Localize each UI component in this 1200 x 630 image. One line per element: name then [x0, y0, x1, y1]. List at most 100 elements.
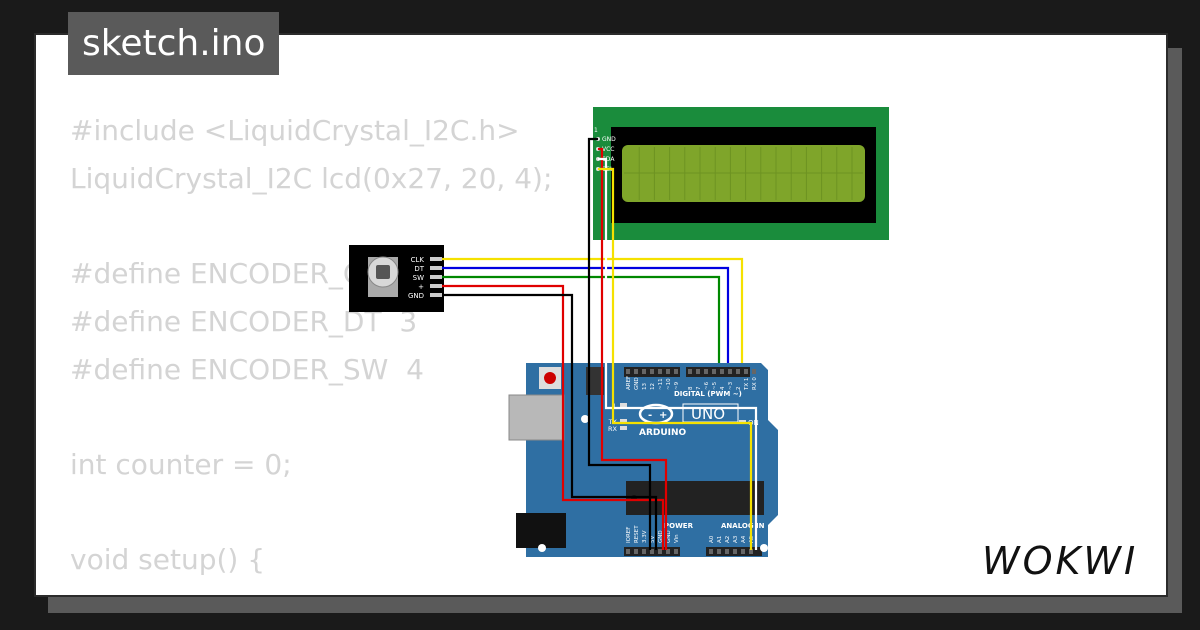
header-pin[interactable] [626, 369, 630, 374]
code-line: LiquidCrystal_I2C lcd(0x27, 20, 4); [70, 161, 553, 195]
status-led [620, 419, 627, 423]
digital-pin-label: 4 [720, 386, 726, 390]
encoder-pin[interactable] [430, 284, 442, 288]
code-preview: #include <LiquidCrystal_I2C.h> LiquidCrys… [70, 107, 553, 595]
header-pin[interactable] [650, 369, 654, 374]
svg-text:-: - [648, 410, 652, 421]
black-wire[interactable] [442, 293, 658, 550]
red-wire[interactable] [442, 284, 665, 550]
blue-wire[interactable] [442, 266, 730, 363]
header-pin[interactable] [634, 369, 638, 374]
header-pin[interactable] [733, 549, 737, 554]
digital-pin-label: 7 [696, 386, 702, 390]
preview-card: #include <LiquidCrystal_I2C.h> LiquidCrys… [34, 33, 1168, 597]
header-pin[interactable] [642, 549, 646, 554]
white-wire[interactable] [598, 157, 758, 550]
encoder-pin[interactable] [430, 293, 442, 297]
bottom-pin-label: A4 [741, 535, 747, 543]
board-brand: ARDUINO [639, 428, 687, 438]
header-pin[interactable] [725, 549, 729, 554]
bottom-pin-label: A0 [709, 535, 715, 543]
header-pin[interactable] [736, 369, 740, 374]
encoder-pin-label: DT [414, 265, 424, 273]
lcd-character-grid [624, 147, 863, 200]
encoder-pin-label: + [418, 283, 424, 291]
header-pin[interactable] [666, 549, 670, 554]
code-line: #include <LiquidCrystal_I2C.h> [70, 114, 520, 147]
power-jack [516, 513, 566, 548]
wokwi-logo[interactable]: WOKWI [976, 530, 1156, 590]
header-pin[interactable] [658, 549, 662, 554]
header-pin[interactable] [712, 369, 716, 374]
usb-port [508, 394, 565, 441]
header-pin[interactable] [650, 549, 654, 554]
lcd-pin-label: VCC [602, 146, 614, 153]
header-pin[interactable] [720, 369, 724, 374]
encoder-pin[interactable] [430, 275, 442, 279]
digital-pin-label: 8 [688, 386, 694, 390]
header-pin[interactable] [674, 369, 678, 374]
code-line: void setup() { [70, 543, 266, 577]
led-label: RX [608, 425, 618, 433]
code-line: #define ENCODER_SW 4 [70, 352, 424, 386]
header-pin[interactable] [752, 369, 756, 374]
icsp-header [586, 367, 604, 395]
header-pin[interactable] [704, 369, 708, 374]
svg-text:1: 1 [594, 127, 598, 134]
black-wire[interactable] [587, 137, 652, 550]
header-pin[interactable] [626, 549, 630, 554]
header-pin[interactable] [744, 369, 748, 374]
digital-pin-label: ~10 [666, 378, 672, 390]
digital-pin-label: 13 [642, 383, 648, 390]
bottom-pin-label: GND [658, 530, 664, 543]
digital-pin-label: ~9 [674, 381, 680, 390]
header-pin[interactable] [688, 369, 692, 374]
encoder-pin[interactable] [430, 266, 442, 270]
bottom-pin-label: Vin [674, 534, 680, 543]
digital-label: DIGITAL (PWM ~) [674, 390, 742, 398]
bottom-pin-label: A2 [725, 536, 731, 543]
lcd-pin-label: GND [602, 136, 616, 143]
status-led [620, 403, 627, 407]
encoder-pin-label: CLK [411, 256, 425, 264]
bottom-pin-label: IOREF [626, 527, 632, 543]
header-pin[interactable] [749, 549, 753, 554]
encoder-pin[interactable] [430, 257, 442, 261]
digital-pin-label: ~5 [712, 381, 718, 390]
encoder-pin-label: GND [408, 292, 424, 300]
header-pin[interactable] [642, 369, 646, 374]
header-pin[interactable] [658, 369, 662, 374]
header-pin[interactable] [717, 549, 721, 554]
red-wire[interactable] [598, 147, 668, 550]
led-label: L [613, 402, 617, 410]
yellow-wire[interactable] [442, 257, 744, 363]
header-pin[interactable] [741, 549, 745, 554]
digital-pin-label: ~3 [728, 381, 734, 390]
digital-pin-label: RX 0 [752, 377, 758, 390]
wires [442, 137, 758, 550]
code-line: int counter = 0; [70, 447, 292, 481]
yellow-wire[interactable] [598, 167, 753, 550]
bottom-pin-label: A3 [733, 535, 739, 543]
header-pin[interactable] [666, 369, 670, 374]
digital-pin-label: 2 [736, 387, 742, 391]
digital-pin-label: GND [634, 377, 640, 390]
analog-label: ANALOG IN [721, 522, 765, 530]
header-pin[interactable] [674, 549, 678, 554]
bottom-pin-label: 5V [650, 536, 656, 543]
bottom-pin-label: A1 [717, 536, 723, 543]
green-wire[interactable] [442, 275, 721, 363]
header-pin[interactable] [634, 549, 638, 554]
file-tab[interactable]: sketch.ino [68, 12, 280, 75]
digital-pin-label: ~11 [658, 378, 664, 390]
svg-text:WOKWI: WOKWI [982, 539, 1138, 583]
header-pin[interactable] [709, 549, 713, 554]
file-name: sketch.ino [82, 23, 266, 64]
header-pin[interactable] [696, 369, 700, 374]
header-pin[interactable] [728, 369, 732, 374]
